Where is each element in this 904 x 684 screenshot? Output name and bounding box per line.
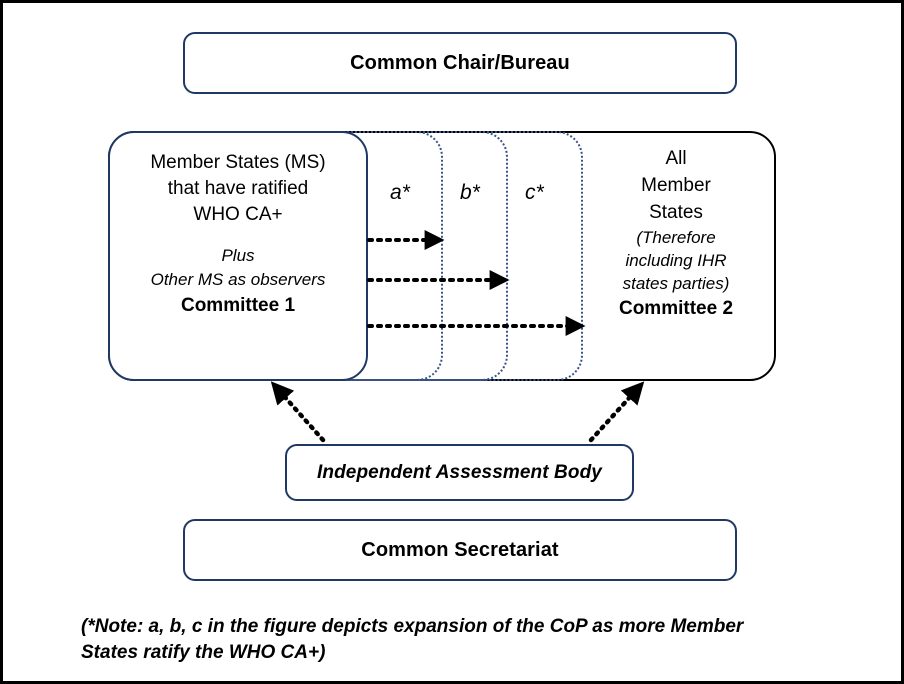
common-secretariat-label: Common Secretariat [361, 538, 559, 561]
common-chair-bureau-label: Common Chair/Bureau [350, 51, 570, 74]
committee-2-note-3: states parties) [622, 274, 730, 293]
figure-footnote: (*Note: a, b, c in the figure depicts ex… [81, 616, 744, 663]
committee-1-line-2: that have ratified [167, 178, 309, 199]
committee-1-name: Committee 1 [180, 295, 296, 316]
committee-2-note-2: including IHR [625, 251, 727, 270]
committee-1-observers: Other MS as observers [150, 270, 326, 289]
arrow-assessment-to-committee-2 [588, 381, 645, 443]
committee-1-line-3: WHO CA+ [193, 204, 283, 225]
expansion-label-c: c* [525, 181, 544, 204]
committee-2-line-3: States [649, 202, 703, 223]
common-chair-bureau-box: Common Chair/Bureau [183, 32, 737, 94]
committee-1-box: Member States (MS) that have ratified WH… [108, 131, 368, 381]
expansion-label-b: b* [460, 181, 480, 204]
committee-2-name: Committee 2 [618, 298, 734, 319]
independent-assessment-body-label: Independent Assessment Body [317, 461, 602, 483]
committee-2-note-1: (Therefore [636, 228, 716, 247]
committee-2-line-2: Member [641, 175, 711, 196]
committee-1-line-1: Member States (MS) [150, 152, 326, 173]
committee-2-box: All Member States (Therefore including I… [595, 145, 757, 322]
independent-assessment-body-box: Independent Assessment Body [285, 444, 634, 501]
expansion-label-a: a* [390, 181, 410, 204]
expansion-box-a [303, 131, 443, 381]
arrow-assessment-to-committee-1 [270, 381, 326, 443]
committee-2-line-1: All [665, 148, 687, 169]
committee-1-plus: Plus [221, 246, 255, 265]
common-secretariat-box: Common Secretariat [183, 519, 737, 581]
